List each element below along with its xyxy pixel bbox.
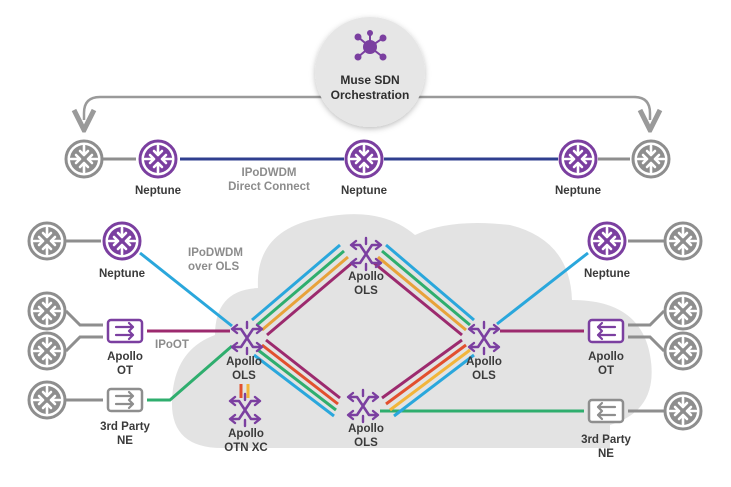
apollo-label: Apollo bbox=[107, 351, 143, 363]
network-hub-icon bbox=[354, 30, 387, 61]
router-icon bbox=[665, 333, 701, 369]
blue-link-right bbox=[496, 251, 589, 326]
neptune-label: Neptune bbox=[341, 185, 387, 197]
neptune-label: Neptune bbox=[135, 185, 181, 197]
neptune-router-icon[interactable] bbox=[140, 141, 176, 177]
neptune-router-icon[interactable] bbox=[346, 141, 382, 177]
router-icon bbox=[29, 382, 65, 418]
apollo-label: Apollo bbox=[588, 351, 624, 363]
apollo-label: Apollo bbox=[226, 356, 262, 368]
third-party-label: 3rd Party bbox=[100, 421, 150, 433]
ols-span-vertical bbox=[361, 293, 371, 393]
ne-label: NE bbox=[598, 448, 614, 460]
gray-link-ot-right-b bbox=[628, 335, 666, 353]
apollo-label: Apollo bbox=[348, 271, 384, 283]
ot-label: OT bbox=[598, 365, 614, 377]
apollo-ot-icon[interactable] bbox=[587, 318, 625, 344]
router-icon bbox=[29, 293, 65, 329]
neptune-router-icon[interactable] bbox=[104, 223, 140, 259]
neptune-label: Neptune bbox=[99, 268, 145, 280]
ols-label: OLS bbox=[232, 370, 256, 382]
gray-link-ot-right-a bbox=[628, 309, 666, 327]
ipodwdm-direct-label-2: Direct Connect bbox=[228, 181, 310, 193]
ols-span-bottom-right bbox=[381, 338, 475, 418]
orchestrator-title-line2: Orchestration bbox=[331, 88, 410, 102]
router-icon bbox=[66, 141, 102, 177]
otn-xc-label: OTN XC bbox=[224, 442, 267, 454]
neptune-router-icon[interactable] bbox=[560, 141, 596, 177]
gray-link-ot-left-a bbox=[64, 309, 103, 327]
orchestration-arrow-right bbox=[410, 95, 650, 120]
ols-label: OLS bbox=[354, 437, 378, 449]
ipoot-label: IPoOT bbox=[155, 339, 189, 351]
ipodwdm-direct-label-1: IPoDWDM bbox=[242, 167, 297, 179]
router-icon bbox=[29, 333, 65, 369]
orchestration-arrow-left bbox=[84, 95, 330, 120]
ne-label: NE bbox=[117, 435, 133, 447]
ols-span-bottom-left bbox=[253, 338, 341, 418]
third-party-label: 3rd Party bbox=[581, 434, 631, 446]
third-party-ne-icon[interactable] bbox=[106, 387, 144, 413]
apollo-ot-icon[interactable] bbox=[106, 318, 144, 344]
ipodwdm-ols-label-1: IPoDWDM bbox=[188, 247, 243, 259]
blue-link-left bbox=[139, 251, 233, 328]
ols-span-top-left bbox=[251, 243, 353, 337]
ot-label: OT bbox=[117, 365, 133, 377]
neptune-label: Neptune bbox=[584, 268, 630, 280]
neptune-label: Neptune bbox=[555, 185, 601, 197]
orchestrator-title-line1: Muse SDN bbox=[340, 73, 399, 87]
apollo-label: Apollo bbox=[228, 428, 264, 440]
router-icon bbox=[665, 293, 701, 329]
neptune-router-icon[interactable] bbox=[589, 223, 625, 259]
gray-link-ot-left-b bbox=[64, 335, 103, 353]
router-icon bbox=[633, 141, 669, 177]
green-link-left bbox=[147, 344, 233, 402]
ipodwdm-ols-label-2: over OLS bbox=[188, 261, 239, 273]
apollo-label: Apollo bbox=[348, 423, 384, 435]
router-icon bbox=[665, 223, 701, 259]
router-icon bbox=[29, 223, 65, 259]
muse-sdn-orchestrator[interactable]: Muse SDN Orchestration bbox=[315, 17, 425, 127]
apollo-label: Apollo bbox=[466, 356, 502, 368]
ols-label: OLS bbox=[472, 370, 496, 382]
ols-span-top-right bbox=[373, 243, 475, 337]
optical-cloud bbox=[171, 214, 652, 448]
ols-label: OLS bbox=[354, 285, 378, 297]
third-party-ne-icon[interactable] bbox=[587, 398, 625, 424]
router-icon bbox=[665, 393, 701, 429]
